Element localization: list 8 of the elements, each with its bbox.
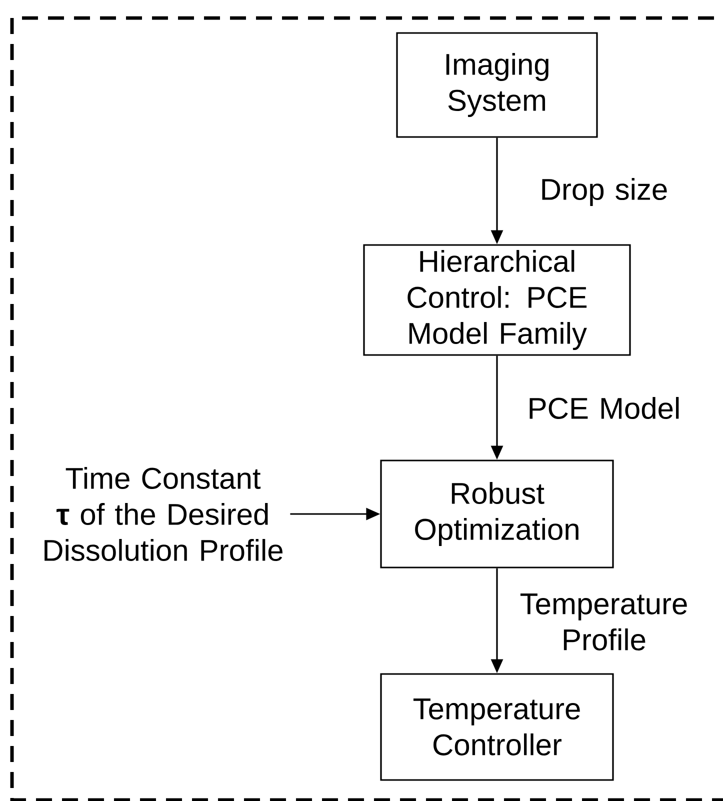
process-box: Temperature Controller bbox=[380, 673, 614, 781]
input-text: Time Constant τ of the Desired Dissolution Profile bbox=[44, 466, 282, 562]
process-box: Hierarchical Control: PCE Model Family bbox=[363, 244, 631, 356]
edge-label: PCE Model bbox=[530, 396, 679, 420]
edge-label: Temperature Profile bbox=[520, 594, 687, 650]
edge-label: Drop size bbox=[542, 178, 667, 206]
process-box: Imaging System bbox=[396, 32, 598, 138]
process-box: Robust Optimization bbox=[380, 460, 614, 568]
